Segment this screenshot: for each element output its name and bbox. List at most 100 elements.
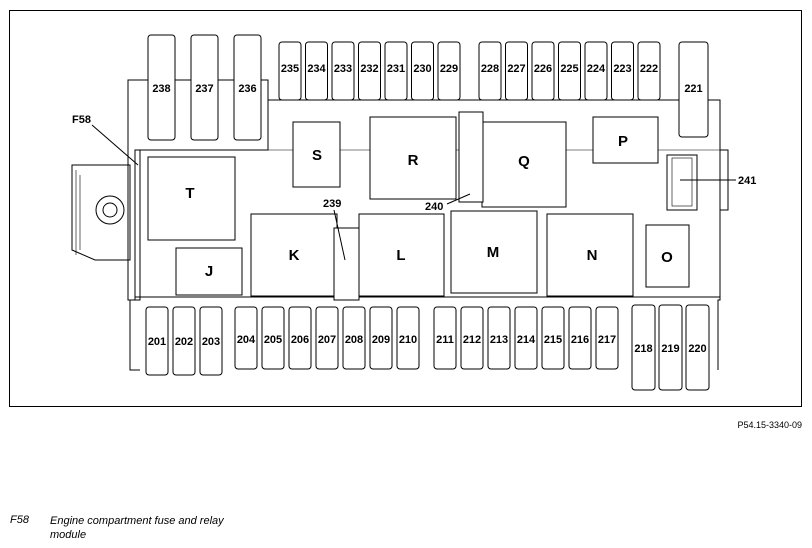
fuse-212-label: 212 [463, 334, 481, 346]
mount-hole-inner [102, 202, 118, 218]
relay-J [175, 247, 243, 296]
relay-S [292, 121, 341, 188]
fuse-235-label: 235 [281, 63, 299, 75]
callout-240: 240 [425, 201, 443, 213]
fuse-216 [568, 306, 592, 370]
fuse-208-label: 208 [345, 334, 363, 346]
fuse-201 [145, 306, 169, 376]
fuse-220 [685, 304, 710, 391]
c240-leader [446, 193, 471, 205]
fuse-215-label: 215 [544, 334, 562, 346]
relay-Q-label: Q [518, 153, 530, 170]
fuse-202-label: 202 [175, 336, 193, 348]
relay-M [450, 210, 538, 294]
fuse-236-label: 236 [238, 83, 256, 95]
fuse-231-label: 231 [387, 63, 405, 75]
fuse-238-label: 238 [152, 83, 170, 95]
connector-240 [458, 111, 484, 203]
relay-S-label: S [312, 147, 322, 164]
relay-T-label: T [185, 185, 194, 202]
legend-code: F58 [10, 514, 29, 526]
bracket-ribs [75, 170, 81, 255]
fuse-201-label: 201 [148, 336, 166, 348]
fuse-203 [199, 306, 223, 376]
fuse-223 [611, 41, 634, 101]
fuse-230 [411, 41, 434, 101]
diagram-frame [9, 10, 802, 407]
component-241 [666, 154, 698, 211]
fuse-211-label: 211 [436, 334, 454, 346]
fuse-204 [234, 306, 258, 370]
fuse-232-label: 232 [360, 63, 378, 75]
fuse-224 [584, 41, 608, 101]
fuse-213-label: 213 [490, 334, 508, 346]
fuse-226 [531, 41, 555, 101]
callout-241: 241 [738, 175, 756, 187]
fuse-204-label: 204 [237, 334, 256, 346]
fuse-237 [190, 34, 219, 141]
relay-J-label: J [205, 263, 213, 280]
fuse-229-label: 229 [440, 63, 458, 75]
fuse-221 [678, 41, 709, 138]
fuse-228 [478, 41, 502, 101]
fuse-205 [261, 306, 285, 370]
relay-O [645, 224, 690, 288]
fuse-211 [433, 306, 457, 370]
housing-left-upper [127, 79, 269, 301]
housing-left-wall [129, 150, 141, 371]
fuse-213 [487, 306, 511, 370]
f58-leader [91, 124, 139, 166]
figure-reference-code: P54.15-3340-09 [737, 420, 802, 430]
fuse-216-label: 216 [571, 334, 589, 346]
callout-f58: F58 [72, 114, 91, 126]
fuse-235 [278, 41, 302, 101]
fuse-203-label: 203 [202, 336, 220, 348]
fuse-210-label: 210 [399, 334, 417, 346]
fuse-220-label: 220 [688, 343, 706, 355]
fuse-234 [305, 41, 328, 101]
fuse-217-label: 217 [598, 334, 616, 346]
fuse-218-label: 218 [634, 343, 652, 355]
fuse-222-label: 222 [640, 63, 658, 75]
fuse-209-label: 209 [372, 334, 390, 346]
fuse-222 [637, 41, 661, 101]
relay-K-label: K [289, 247, 300, 264]
fuse-207 [315, 306, 339, 370]
fuse-236 [233, 34, 262, 141]
fuse-238 [147, 34, 176, 141]
fuse-218 [631, 304, 656, 391]
fuse-229 [437, 41, 461, 101]
fuse-223-label: 223 [613, 63, 631, 75]
fuse-231 [384, 41, 408, 101]
mount-hole-outer [95, 195, 125, 225]
fuse-209 [369, 306, 393, 370]
relay-P-label: P [618, 133, 628, 150]
fuse-206 [288, 306, 312, 370]
fuse-227 [505, 41, 528, 101]
relay-T [147, 156, 236, 241]
fuse-230-label: 230 [413, 63, 431, 75]
fuse-228-label: 228 [481, 63, 499, 75]
fuse-225 [558, 41, 581, 101]
fuse-219 [658, 304, 683, 391]
fuse-208 [342, 306, 366, 370]
component-241-inner [671, 157, 693, 207]
fuse-214 [514, 306, 538, 370]
mount-bracket [71, 164, 131, 261]
c239-leader [333, 209, 346, 261]
fuse-202 [172, 306, 196, 376]
fuse-217 [595, 306, 619, 370]
legend-description: Engine compartment fuse and relay module [50, 515, 224, 541]
fuse-215 [541, 306, 565, 370]
fuse-212 [460, 306, 484, 370]
callout-239: 239 [323, 198, 341, 210]
fuse-206-label: 206 [291, 334, 309, 346]
fuse-224-label: 224 [587, 63, 606, 75]
connector-239 [333, 227, 360, 301]
fuse-232 [358, 41, 381, 101]
relay-Q [481, 121, 567, 208]
fuse-227-label: 227 [507, 63, 525, 75]
fuse-210 [396, 306, 420, 370]
relay-N [546, 213, 634, 297]
